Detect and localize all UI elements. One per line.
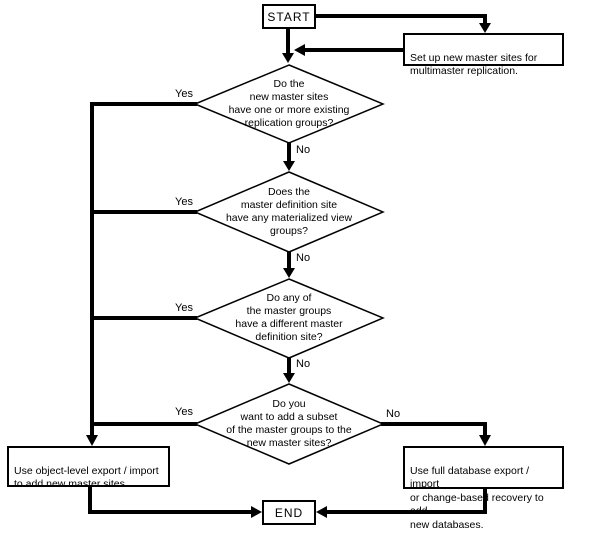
decision-shapes: [193, 64, 385, 465]
no-label-4: No: [386, 408, 401, 420]
setup-note-text: Set up new master sites for multimaster …: [410, 51, 538, 78]
arrowhead-into-right-action: [479, 435, 491, 446]
arrowhead-into-decision-4: [283, 373, 295, 383]
action-right-box: Use full database export / import or cha…: [403, 446, 564, 531]
yes-label-4: Yes: [175, 406, 193, 418]
start-node: START: [262, 4, 316, 29]
arrowhead-into-end-left: [251, 506, 262, 518]
arrowheads: [86, 23, 491, 518]
arrowhead-into-setup: [479, 23, 491, 33]
no-label-3: No: [296, 358, 311, 370]
line-start-to-setup: [316, 14, 487, 24]
action-left-box: Use object-level export / import to add …: [7, 446, 170, 490]
start-label: START: [267, 9, 311, 24]
end-node: END: [262, 500, 316, 525]
no-label-1: No: [296, 144, 311, 156]
arrowhead-into-decision-1: [282, 53, 294, 63]
no-label-2: No: [296, 252, 311, 264]
decision-4-shape: [193, 383, 385, 465]
arrowhead-into-end-right: [316, 506, 327, 518]
end-label: END: [274, 505, 304, 520]
action-left-text: Use object-level export / import to add …: [14, 464, 159, 491]
flow-lines: [88, 14, 487, 514]
decision-2-shape: [193, 171, 385, 253]
line-right-action-to-end: [327, 487, 487, 514]
decision-1-text: Do the new master sites have one or more…: [228, 78, 350, 129]
line-no-4-to-right-action: [381, 422, 487, 435]
decision-3-text: Do any of the master groups have a diffe…: [235, 292, 343, 343]
decision-3-shape: [193, 278, 385, 359]
arrowhead-into-decision-2: [283, 161, 295, 171]
setup-note-box: Set up new master sites for multimaster …: [403, 33, 564, 77]
arrowhead-setup-to-mainline: [294, 44, 305, 56]
decision-1-shape: [193, 64, 385, 144]
line-left-action-to-end: [88, 485, 251, 514]
action-right-text: Use full database export / import or cha…: [410, 464, 544, 531]
arrowhead-into-decision-3: [283, 268, 295, 278]
yes-label-3: Yes: [175, 302, 193, 314]
decision-4-text: Do you want to add a subset of the maste…: [226, 398, 352, 449]
yes-label-2: Yes: [175, 196, 193, 208]
decision-2-text: Does the master definition site have any…: [225, 186, 353, 237]
yes-label-1: Yes: [175, 88, 193, 100]
line-yes-rail: [90, 102, 197, 436]
arrowhead-into-left-action: [86, 435, 98, 446]
